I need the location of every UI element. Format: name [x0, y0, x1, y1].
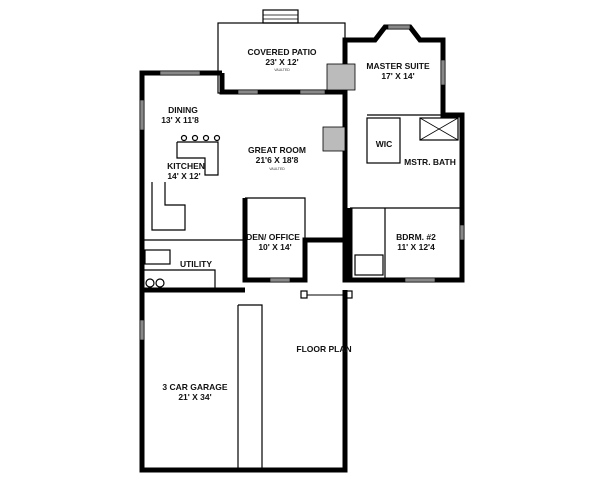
dining-name: DINING — [168, 105, 198, 115]
dining-size: 13' X 11'8 — [161, 115, 199, 125]
bedroom-2-size: 11' X 12'4 — [397, 242, 435, 252]
utility-name: UTILITY — [180, 259, 212, 269]
den-office-name: DEN/ OFFICE — [246, 232, 300, 242]
master-bath-name: MSTR. BATH — [404, 157, 456, 167]
bath-fixtures — [144, 117, 459, 288]
kitchen-island — [151, 134, 221, 231]
kitchen-name: KITCHEN — [167, 161, 205, 171]
covered-patio-size: 23' X 12' — [265, 57, 298, 67]
porch-posts — [300, 290, 353, 299]
master-suite-name: MASTER SUITE — [366, 61, 430, 71]
interior-walls — [142, 114, 462, 470]
master-suite-size: 17' X 14' — [381, 71, 414, 81]
great-room-size: 21'6 X 18'8 — [256, 155, 299, 165]
fireplace-icons — [322, 63, 356, 152]
den-office-size: 10' X 14' — [258, 242, 291, 252]
wic-name: WIC — [376, 139, 393, 149]
garage-size: 21' X 34' — [178, 392, 211, 402]
plan-title: FLOOR PLAN — [296, 344, 351, 354]
covered-patio-note: VAULTED — [274, 68, 290, 72]
windows — [139, 24, 465, 341]
garage-name: 3 CAR GARAGE — [162, 382, 228, 392]
great-room-note: VAULTED — [269, 167, 285, 171]
great-room-name: GREAT ROOM — [248, 145, 306, 155]
covered-patio-name: COVERED PATIO — [247, 47, 316, 57]
bedroom-2-name: BDRM. #2 — [396, 232, 436, 242]
kitchen-size: 14' X 12' — [167, 171, 200, 181]
